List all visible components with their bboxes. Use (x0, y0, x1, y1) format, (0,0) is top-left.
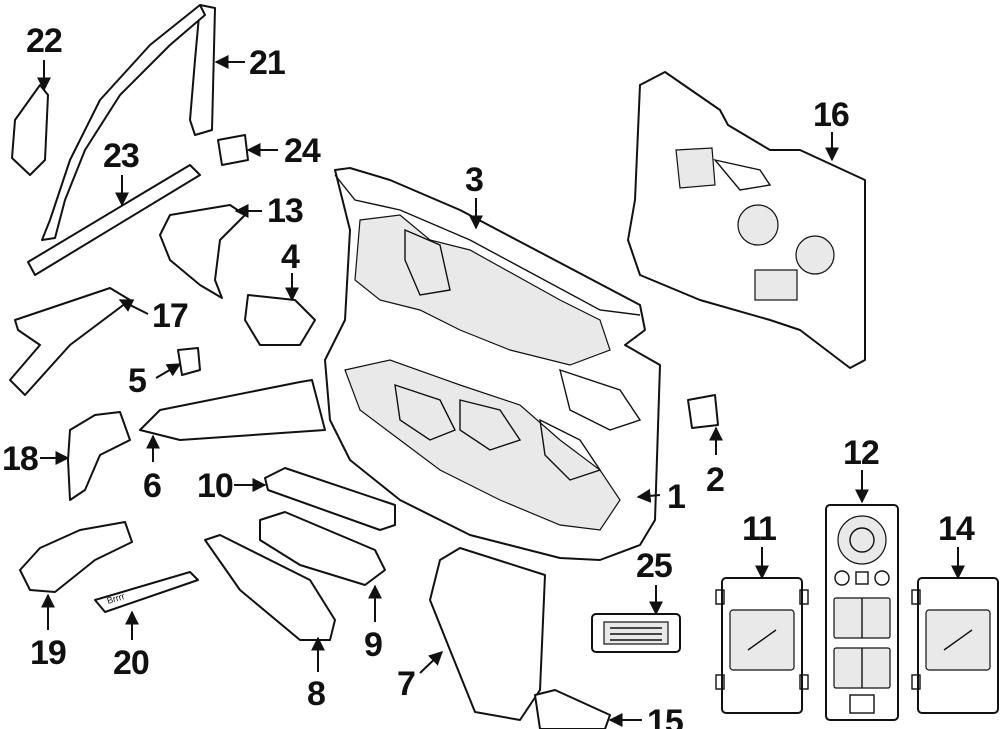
callout-5: 5 (128, 362, 146, 400)
callout-1: 1 (667, 478, 685, 516)
part-5-cap (177, 347, 201, 376)
leader-1 (636, 488, 661, 503)
part-25-vent (591, 613, 681, 653)
callout-14: 14 (938, 510, 975, 548)
part-18-pull-handle-bracket (67, 411, 131, 501)
callout-23: 23 (103, 137, 139, 175)
part-24-clip (217, 134, 249, 166)
callout-6: 6 (143, 467, 161, 505)
part-9-bracket (259, 511, 386, 586)
part-19-handle (19, 521, 133, 593)
callout-16: 16 (813, 96, 849, 134)
callout-13: 13 (267, 192, 303, 230)
callout-22: 22 (26, 22, 62, 60)
callout-11: 11 (742, 510, 776, 548)
part-12-master-switch (825, 504, 899, 721)
callout-4: 4 (281, 238, 300, 276)
leader-lines (37, 55, 965, 727)
part-15-cover (534, 689, 611, 729)
callout-18: 18 (2, 440, 38, 478)
part-7-map-pocket (429, 547, 546, 721)
leader-5 (155, 363, 182, 379)
callout-2: 2 (706, 461, 724, 499)
callout-3: 3 (465, 161, 483, 199)
callout-10: 10 (197, 467, 233, 505)
leader-7 (419, 651, 444, 674)
part-22-mirror-cover (11, 84, 49, 176)
callout-25: 25 (636, 547, 672, 585)
callout-24: 24 (284, 132, 321, 170)
callout-19: 19 (30, 634, 66, 672)
part-11-window-switch (715, 577, 809, 714)
part-10-switch-bracket (264, 467, 396, 531)
callout-17: 17 (152, 297, 188, 335)
part-13-speaker-grille (159, 204, 246, 299)
callout-20: 20 (113, 644, 149, 682)
part-1-door-trim-panel (324, 167, 661, 561)
part-17-armrest-trim (9, 287, 131, 396)
callout-labels: 1 2 3 4 5 6 7 8 9 10 11 12 13 14 15 16 1… (2, 22, 976, 729)
callout-9: 9 (364, 626, 382, 664)
part-21-pillar-trim (41, 4, 216, 241)
callout-8: 8 (307, 675, 325, 713)
callout-15: 15 (647, 703, 683, 729)
part-20-sill-plate: Brrrr (94, 571, 199, 613)
part-6-armrest-cover (139, 379, 326, 441)
part-2-clip (687, 394, 719, 429)
part-8-lower-trim (204, 534, 336, 641)
part-4-switch-bezel (244, 294, 316, 346)
callout-7: 7 (397, 665, 415, 703)
leader-17 (118, 299, 149, 315)
part-16-sound-shield (627, 71, 866, 369)
callout-12: 12 (843, 434, 879, 472)
part-23-belt-molding (27, 164, 201, 276)
callout-21: 21 (249, 44, 285, 82)
part-14-window-switch (911, 577, 999, 714)
